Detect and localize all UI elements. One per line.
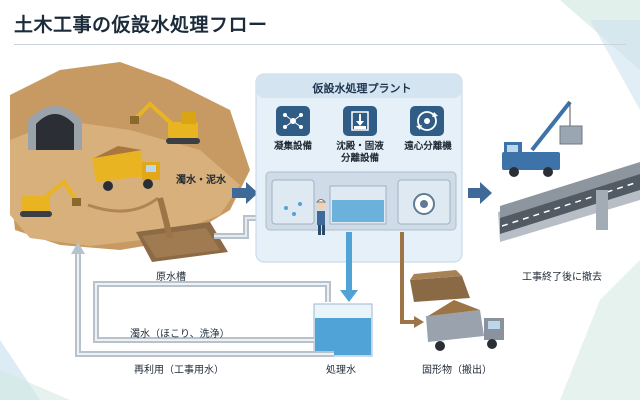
sedimentation-label-line1: 沈殿・固液 <box>336 141 384 152</box>
sedimentation-icon <box>343 106 377 136</box>
treated-water-tank <box>313 303 373 357</box>
centrifuge-label: 遠心分離機 <box>404 141 452 152</box>
page-title: 土木工事の仮設水処理フロー <box>14 14 268 36</box>
arrow-to-treated <box>340 232 358 302</box>
centrifuge-icon <box>410 106 444 136</box>
arrow-to-plant <box>232 182 258 204</box>
plant-equipment <box>265 171 457 235</box>
raw-water-tank <box>136 197 228 262</box>
treatment-plant-panel <box>255 73 463 263</box>
completed-site <box>498 162 640 242</box>
crane-truck-icon <box>502 100 583 177</box>
dust-wash-label: 濁水（ほこり、洗浄） <box>130 329 230 340</box>
excavator-icon <box>20 179 81 217</box>
sedimentation-label: 沈殿・固液 分離設備 <box>328 141 392 165</box>
worker-icon <box>315 199 327 235</box>
solids-dump-truck-icon <box>426 300 504 351</box>
treated-water-label: 処理水 <box>326 365 356 376</box>
tunnel-icon <box>28 106 82 150</box>
raw-to-plant-pipe <box>214 215 262 239</box>
raw-tank-label: 原水槽 <box>156 272 186 283</box>
arrow-to-removal <box>468 182 492 204</box>
sedimentation-label-line2: 分離設備 <box>340 153 379 164</box>
solids-label: 固形物（搬出） <box>422 365 492 376</box>
solids-block-icon <box>410 270 470 302</box>
recycle-pipe-dust <box>93 281 331 343</box>
plant-title: 仮設水処理プラント <box>312 82 412 95</box>
solids-pipe <box>400 232 424 328</box>
title-divider <box>14 44 626 45</box>
construction-site <box>10 62 250 250</box>
coagulation-icon <box>276 106 310 136</box>
removal-label: 工事終了後に撤去 <box>522 272 602 283</box>
recycle-pipe-reuse <box>71 242 334 357</box>
excavator-icon <box>130 101 200 144</box>
reuse-label: 再利用（工事用水） <box>134 365 224 376</box>
coagulation-label: 凝集設備 <box>273 141 312 152</box>
dump-truck-icon <box>92 146 160 191</box>
muddy-water-label: 濁水・泥水 <box>176 175 226 186</box>
